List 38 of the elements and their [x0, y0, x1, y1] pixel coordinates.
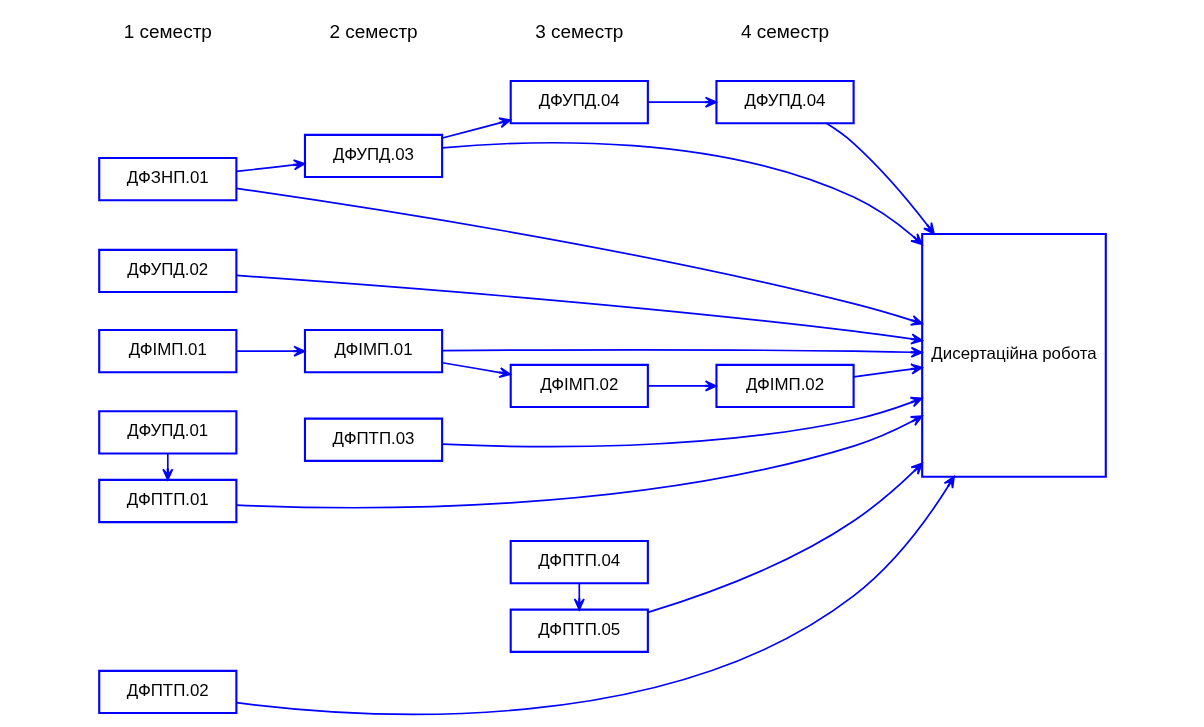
- arrow: [161, 452, 173, 481]
- label: 4 семестр: [740, 21, 829, 43]
- node-box: ДФУПД.03: [303, 133, 443, 179]
- arrow: [440, 141, 923, 246]
- arrow: [235, 159, 305, 173]
- node-box: ДФПТП.05: [509, 608, 649, 653]
- label: 1 семестр: [123, 21, 212, 43]
- node-box: ДФУПД.01: [97, 410, 237, 455]
- arrow: [235, 345, 305, 357]
- node-box: ДФІМП.01: [303, 329, 443, 374]
- node-box: ДФІМП.02: [509, 363, 649, 409]
- node-box: ДФІМП.01: [97, 329, 237, 374]
- arrow: [235, 187, 923, 326]
- node-box: Дисертаційна робота: [920, 232, 1107, 478]
- arrow: [646, 96, 717, 108]
- node-box: ДФУПД.02: [97, 248, 237, 294]
- node-box: ДФПТП.02: [97, 669, 237, 715]
- arrow: [573, 582, 585, 611]
- node-box: ДФЗНП.01: [97, 157, 237, 202]
- label: 3 семестр: [534, 21, 623, 43]
- node-box: ДФУПД.04: [714, 80, 855, 125]
- arrow: [825, 122, 935, 235]
- arrow: [235, 475, 955, 716]
- arrow: [441, 346, 923, 358]
- arrow: [235, 415, 923, 509]
- arrow: [440, 396, 923, 448]
- node-box: ДФІМП.02: [714, 363, 855, 409]
- node-box: ДФУПД.04: [509, 80, 649, 125]
- node-box: ДФПТП.03: [303, 417, 443, 462]
- arrow: [441, 361, 511, 379]
- node-box: ДФПТП.04: [509, 540, 649, 585]
- arrow: [646, 462, 923, 614]
- label: 2 семестр: [328, 21, 418, 43]
- arrow: [235, 274, 923, 345]
- arrow: [441, 117, 511, 139]
- arrow: [852, 363, 923, 378]
- arrow: [646, 380, 717, 392]
- node-box: ДФПТП.01: [97, 478, 237, 524]
